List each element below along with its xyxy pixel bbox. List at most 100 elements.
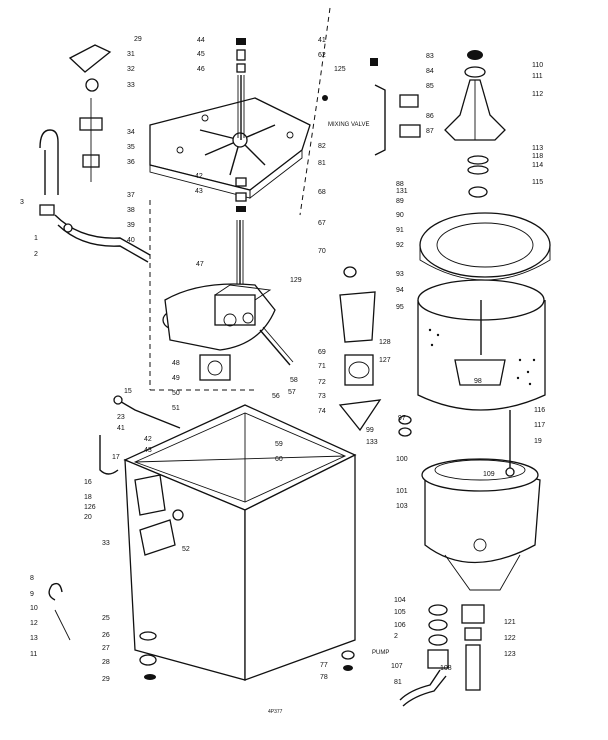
c-29a: 29 (134, 36, 142, 43)
c-44: 44 (197, 37, 205, 44)
c-50: 50 (172, 390, 180, 397)
c-62: 62 (318, 52, 326, 59)
c-47: 47 (196, 261, 204, 268)
c-48: 48 (172, 360, 180, 367)
c-81: 81 (318, 160, 326, 167)
c-43b: 43 (144, 447, 152, 454)
c-58: 58 (290, 377, 298, 384)
c-32: 32 (127, 66, 135, 73)
c-70: 70 (318, 248, 326, 255)
c-41b: 41 (117, 425, 125, 432)
c-37: 37 (127, 192, 135, 199)
c-105: 105 (394, 609, 406, 616)
c-12: 12 (30, 620, 38, 627)
c-72: 72 (318, 379, 326, 386)
c-59: 59 (275, 441, 283, 448)
c-129: 129 (290, 277, 302, 284)
c-69: 69 (318, 349, 326, 356)
c-95: 95 (396, 304, 404, 311)
c-16: 16 (84, 479, 92, 486)
c-110: 110 (532, 62, 543, 69)
c-17: 17 (112, 454, 120, 461)
c-83: 83 (426, 53, 434, 60)
c-116: 116 (534, 407, 545, 414)
c-109: 109 (483, 471, 495, 478)
c-115: 115 (532, 179, 543, 186)
c-39: 39 (127, 222, 135, 229)
c-45: 45 (197, 51, 205, 58)
c-56: 56 (272, 393, 280, 400)
c-29: 29 (102, 676, 110, 683)
c-86: 86 (426, 113, 434, 120)
c-38: 38 (127, 207, 135, 214)
c-74: 74 (318, 408, 326, 415)
c-98: 98 (474, 378, 482, 385)
c-36: 36 (127, 159, 135, 166)
c-100: 100 (396, 456, 408, 463)
agitator (444, 50, 506, 198)
c-97: 97 (398, 415, 406, 422)
c-101: 101 (396, 488, 408, 495)
c-33: 33 (127, 82, 135, 89)
c-104: 104 (394, 597, 406, 604)
pump-label: PUMP (372, 650, 389, 656)
c-94: 94 (396, 287, 404, 294)
c-106: 106 (394, 622, 406, 629)
c-46: 46 (197, 66, 205, 73)
c-88: 88 (396, 181, 404, 188)
c-2b: 2 (394, 633, 398, 640)
c-112: 112 (532, 91, 543, 98)
c-57: 57 (288, 389, 296, 396)
c-9: 9 (30, 591, 34, 598)
c-125: 125 (334, 66, 346, 73)
c-111: 111 (532, 73, 543, 80)
c-1: 1 (34, 235, 38, 242)
center-post-parts (338, 266, 515, 477)
c-92: 92 (396, 242, 404, 249)
c-18: 18 (84, 494, 92, 501)
transmission-gearcase (162, 220, 294, 381)
c-81b: 81 (394, 679, 402, 686)
agitator-shaft-upper (235, 38, 247, 212)
c-84: 84 (426, 68, 434, 75)
c-41: 41 (318, 37, 326, 44)
c-33b: 33 (102, 540, 110, 547)
callout-labels: 29 31 32 33 34 35 36 3 1 2 39 40 37 38 4… (20, 36, 545, 715)
c-15: 15 (124, 388, 132, 395)
c-13: 13 (30, 635, 38, 642)
c-113: 113 (532, 145, 543, 152)
c-121: 121 (504, 619, 516, 626)
c-49: 49 (172, 375, 180, 382)
c-23: 23 (117, 414, 125, 421)
c-71: 71 (318, 363, 326, 370)
c-128: 128 (379, 339, 391, 346)
c-2: 2 (34, 251, 38, 258)
c-42b: 42 (144, 436, 152, 443)
c-78: 78 (320, 674, 328, 681)
c-118: 118 (532, 153, 543, 160)
mixing-valve-label: MIXING VALVE (328, 122, 369, 128)
c-52: 52 (182, 546, 190, 553)
c-89: 89 (396, 198, 404, 205)
c-28: 28 (102, 659, 110, 666)
c-91: 91 (396, 227, 404, 234)
c-93: 93 (396, 271, 404, 278)
c-68: 68 (318, 189, 326, 196)
pump-group (341, 604, 485, 707)
c-3: 3 (20, 199, 24, 206)
c-19: 19 (534, 438, 542, 445)
c-25: 25 (102, 615, 110, 622)
c-82: 82 (318, 143, 326, 150)
c-114: 114 (532, 162, 543, 169)
plate-code: 4P377 (268, 709, 283, 715)
mixing-valve-group (322, 58, 421, 156)
c-34: 34 (127, 129, 135, 136)
c-60: 60 (275, 456, 283, 463)
c-85: 85 (426, 83, 434, 90)
c-90: 90 (396, 212, 404, 219)
tub-ring (419, 212, 551, 281)
c-10: 10 (30, 605, 38, 612)
c-51: 51 (172, 405, 180, 412)
